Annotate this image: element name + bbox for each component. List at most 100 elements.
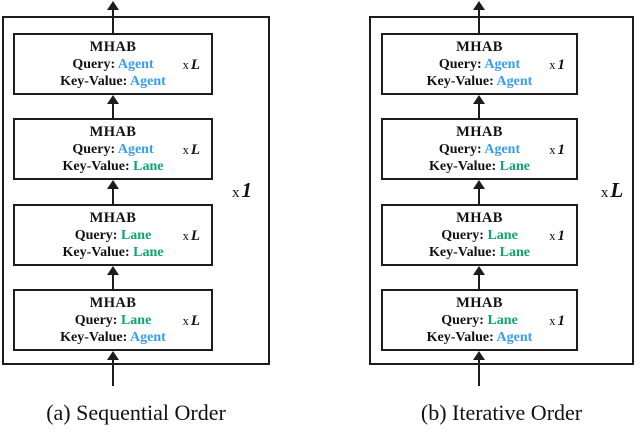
query-label: Query: bbox=[74, 228, 118, 243]
query-label: Query: bbox=[441, 228, 484, 243]
arrow-shaft bbox=[478, 186, 480, 204]
query-line: Query: Lane bbox=[15, 312, 211, 329]
arrow-shaft bbox=[478, 272, 480, 289]
query-value: Agent bbox=[484, 57, 521, 72]
flow-arrow bbox=[473, 95, 485, 118]
repeat-count: L bbox=[610, 178, 624, 202]
arrow-head-icon bbox=[107, 351, 119, 360]
key-value-value: Agent bbox=[496, 330, 533, 345]
arrow-head-icon bbox=[473, 351, 485, 360]
repeat-count: 1 bbox=[557, 57, 566, 73]
arrow-head-icon bbox=[107, 180, 119, 189]
key-value-value: Lane bbox=[499, 159, 530, 174]
key-value-label: Key-Value: bbox=[62, 245, 130, 260]
query-line: Query: Agent bbox=[383, 141, 576, 158]
repeat-prefix: x bbox=[549, 229, 556, 243]
query-label: Query: bbox=[438, 57, 482, 72]
query-line: Query: Agent bbox=[15, 141, 211, 158]
query-label: Query: bbox=[72, 57, 116, 72]
arrow-head-icon bbox=[473, 266, 485, 275]
flow-arrow bbox=[473, 180, 485, 204]
query-value: Lane bbox=[487, 313, 518, 328]
arrow-shaft bbox=[478, 7, 480, 33]
output-arrow bbox=[473, 1, 485, 33]
repeat-prefix: x bbox=[549, 143, 556, 157]
arrow-head-icon bbox=[107, 266, 119, 275]
key-value-line: Key-Value: Agent bbox=[15, 73, 211, 90]
key-value-label: Key-Value: bbox=[429, 245, 497, 260]
key-value-value: Lane bbox=[133, 159, 164, 174]
input-arrow bbox=[107, 351, 119, 386]
arrow-shaft bbox=[112, 186, 114, 204]
query-line: Query: Lane bbox=[15, 227, 211, 244]
query-value: Lane bbox=[487, 228, 518, 243]
key-value-label: Key-Value: bbox=[426, 330, 494, 345]
block-title: MHAB bbox=[456, 124, 503, 140]
repeat-prefix: x bbox=[182, 229, 189, 243]
query-label: Query: bbox=[438, 142, 482, 157]
outer-repeat-label: x1 bbox=[215, 178, 269, 203]
arrow-head-icon bbox=[473, 1, 485, 10]
query-label: Query: bbox=[441, 313, 484, 328]
block-title: MHAB bbox=[89, 210, 137, 226]
key-value-label: Key-Value: bbox=[60, 330, 128, 345]
arrow-shaft bbox=[112, 101, 114, 118]
key-value-label: Key-Value: bbox=[426, 74, 494, 89]
arrow-shaft bbox=[478, 101, 480, 118]
block-title: MHAB bbox=[456, 39, 503, 55]
output-arrow bbox=[107, 1, 119, 33]
repeat-count: 1 bbox=[557, 142, 566, 158]
flow-arrow bbox=[473, 266, 485, 289]
query-value: Lane bbox=[120, 228, 152, 243]
key-value-line: Key-Value: Lane bbox=[15, 244, 211, 261]
outer-repeat-label: xL bbox=[585, 178, 639, 203]
query-line: Query: Agent bbox=[15, 56, 211, 73]
repeat-prefix: x bbox=[549, 314, 556, 328]
key-value-line: Key-Value: Agent bbox=[15, 329, 211, 346]
key-value-label: Key-Value: bbox=[429, 159, 497, 174]
block-title: MHAB bbox=[89, 39, 137, 55]
arrow-head-icon bbox=[107, 1, 119, 10]
key-value-value: Lane bbox=[133, 245, 164, 260]
repeat-prefix: x bbox=[549, 58, 556, 72]
arrow-shaft bbox=[112, 272, 114, 289]
query-line: Query: Agent bbox=[383, 56, 576, 73]
repeat-prefix: x bbox=[600, 185, 609, 201]
key-value-label: Key-Value: bbox=[60, 74, 128, 89]
repeat-prefix: x bbox=[232, 185, 240, 201]
arrow-head-icon bbox=[473, 95, 485, 104]
block-title: MHAB bbox=[456, 295, 503, 311]
flow-arrow bbox=[107, 180, 119, 204]
repeat-count: 1 bbox=[557, 313, 566, 329]
repeat-count: L bbox=[190, 57, 200, 73]
repeat-prefix: x bbox=[182, 143, 189, 157]
flow-arrow bbox=[107, 266, 119, 289]
key-value-line: Key-Value: Agent bbox=[383, 329, 576, 346]
repeat-count: L bbox=[190, 142, 200, 158]
repeat-prefix: x bbox=[182, 314, 189, 328]
key-value-value: Agent bbox=[130, 74, 166, 89]
arrow-shaft bbox=[478, 357, 480, 386]
block-title: MHAB bbox=[89, 124, 137, 140]
query-line: Query: Lane bbox=[383, 227, 576, 244]
key-value-value: Lane bbox=[499, 245, 530, 260]
input-arrow bbox=[473, 351, 485, 386]
repeat-count: L bbox=[190, 228, 200, 244]
repeat-count: 1 bbox=[557, 228, 566, 244]
panel-caption-iterative: (b) Iterative Order bbox=[420, 400, 583, 425]
query-label: Query: bbox=[74, 313, 118, 328]
query-value: Agent bbox=[117, 142, 154, 157]
